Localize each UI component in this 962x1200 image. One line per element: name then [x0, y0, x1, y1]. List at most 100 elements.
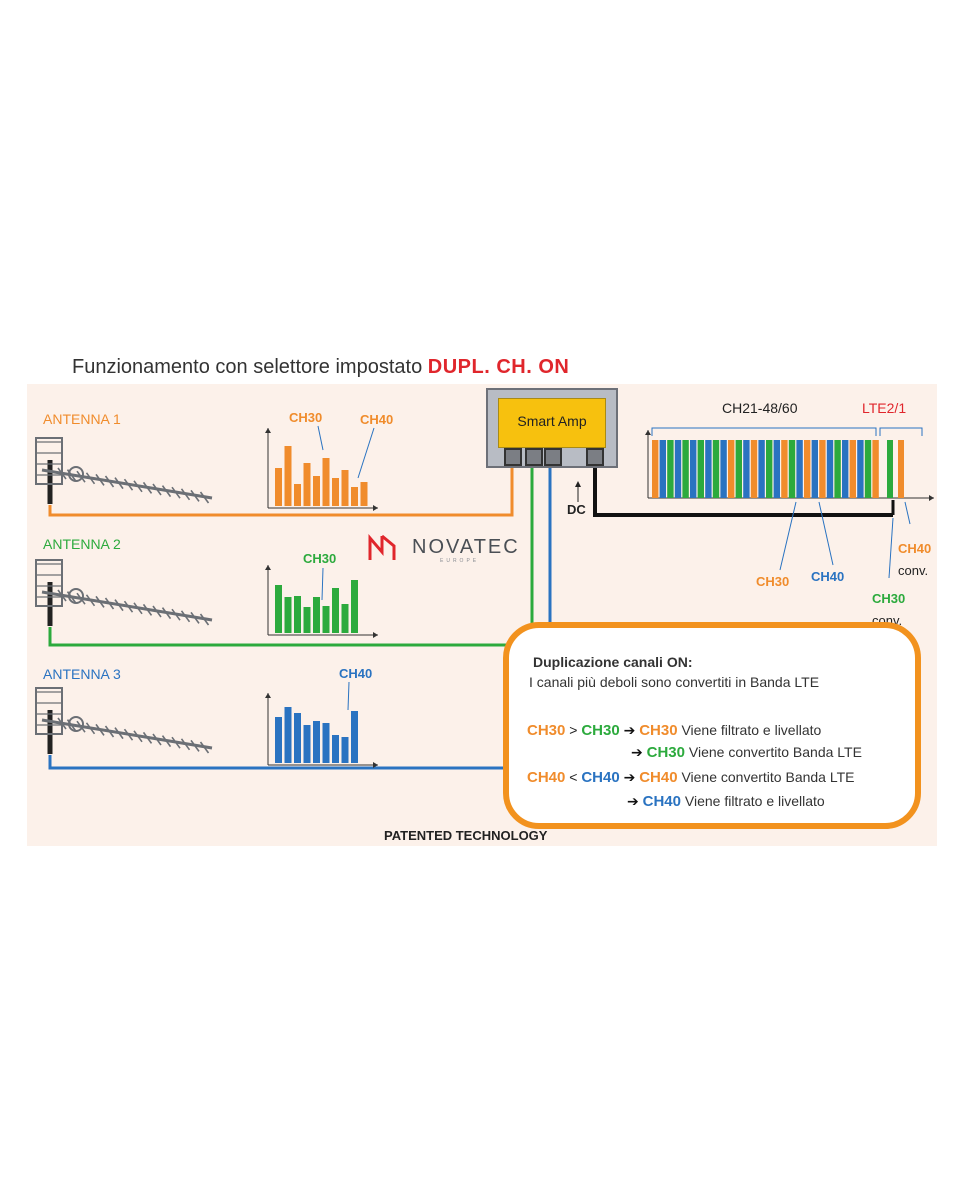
- antenna-3-icon-element: [161, 735, 172, 748]
- antenna-2-icon-element: [85, 594, 96, 607]
- row3-text: Viene convertito Banda LTE: [681, 769, 855, 785]
- histogram-1-ch30-pointer: [317, 425, 324, 451]
- antenna-2-icon-element: [161, 607, 172, 620]
- histogram-3-bar: [303, 725, 311, 763]
- conv-ch40-label: CH40: [898, 541, 932, 556]
- amp-input-port-1: [504, 448, 522, 466]
- histogram-1-bar: [351, 487, 358, 506]
- conv-ch40-suffix: conv.: [898, 563, 929, 578]
- histogram-1-bar: [332, 478, 339, 506]
- antenna-2-icon-dipole: [68, 588, 84, 604]
- antenna-1-icon-element: [85, 472, 96, 485]
- histogram-1-y-arrow: [265, 428, 271, 433]
- histogram-3-bar: [275, 717, 282, 763]
- row1-text: Viene filtrato e livellato: [681, 722, 822, 738]
- spectrum-channel-bar: [811, 440, 818, 498]
- histogram-2-bar: [303, 607, 311, 633]
- histogram-2-ch30-pointer: [321, 567, 324, 601]
- row1-b: CH30: [581, 722, 620, 739]
- antenna-1-icon-element: [133, 480, 143, 493]
- histogram-1-bar: [322, 458, 330, 506]
- spectrum-channel-bar: [750, 440, 758, 498]
- spectrum-channel-bar: [735, 440, 742, 498]
- novatec-logo: NOVATEC EUROPE: [368, 532, 528, 571]
- antenna-2-icon-element: [190, 611, 200, 624]
- spectrum-channel-bar: [773, 440, 780, 498]
- histogram-3-bar: [351, 711, 358, 763]
- row2-c: CH30: [646, 744, 685, 761]
- info-row-1: CH30 > CH30 ➔ CH30 Viene filtrato e live…: [527, 722, 821, 739]
- footer-note: PATENTED TECHNOLOGY: [384, 828, 548, 843]
- antenna-2-ch30-label: CH30: [303, 551, 337, 566]
- spectrum-channel-bar: [758, 440, 765, 498]
- arrow-right-icon: ➔: [627, 793, 639, 809]
- histogram-2-bar: [275, 585, 282, 633]
- antenna-2-icon-element: [199, 613, 210, 626]
- antenna-2-icon-element: [76, 592, 86, 605]
- spectrum-channel-bar: [667, 440, 674, 498]
- antenna-3-icon-boom: [41, 718, 213, 750]
- antenna-2-icon-element: [142, 603, 153, 616]
- antenna-3-icon-element: [190, 739, 200, 752]
- antenna-2-icon-element: [95, 595, 105, 608]
- antenna-3-icon-element: [95, 723, 105, 736]
- histogram-3-bar: [284, 707, 292, 763]
- logo-name: NOVATEC: [412, 536, 520, 558]
- antenna-1-label: ANTENNA 1: [43, 411, 121, 427]
- histogram-2-bar: [351, 580, 358, 633]
- conv-ch30-pointer: [888, 517, 894, 579]
- info-title: Duplicazione canali ON:: [533, 654, 693, 670]
- row4-text: Viene filtrato e livellato: [684, 793, 825, 809]
- antenna-3-icon-element: [180, 738, 191, 751]
- antenna-2-icon-reflector: [35, 559, 63, 607]
- spectrum-channel-bar: [804, 440, 811, 498]
- antenna-1-icon-element: [123, 478, 134, 491]
- histogram-2-bar: [332, 588, 339, 633]
- histogram-2-bar: [294, 596, 301, 633]
- spectrum-channel-bar: [720, 440, 727, 498]
- histogram-1-bar: [360, 482, 368, 506]
- spectrum-ch40-label: CH40: [811, 569, 845, 584]
- antenna-3-icon-element: [76, 720, 86, 733]
- histogram-3-bar: [341, 737, 349, 763]
- spectrum-channel-bar: [728, 440, 735, 498]
- title-highlight: DUPL. CH. ON: [427, 356, 570, 378]
- histogram-1-bar: [313, 476, 320, 506]
- antenna-1-icon-element: [152, 483, 162, 496]
- smart-amp-device: Smart Amp: [486, 388, 618, 468]
- histogram-1-bar: [303, 463, 311, 506]
- row1-c: CH30: [639, 722, 678, 739]
- spectrum-channel-bar: [766, 440, 773, 498]
- antenna-2-icon-element: [152, 605, 162, 618]
- antenna-3-icon-element: [171, 736, 181, 749]
- antenna-2-label: ANTENNA 2: [43, 536, 121, 552]
- row1-a: CH30: [527, 722, 566, 739]
- dc-arrow-head: [575, 481, 581, 487]
- conv-ch40-pointer: [904, 501, 911, 525]
- row3-c: CH40: [639, 769, 678, 786]
- spectrum-channel-bar: [743, 440, 750, 498]
- info-row-2: ➔ CH30 Viene convertito Banda LTE: [631, 744, 862, 761]
- arrow-right-icon: ➔: [623, 722, 636, 738]
- info-subtitle: I canali più deboli sono convertiti in B…: [529, 674, 820, 690]
- band-label: CH21-48/60: [722, 400, 798, 416]
- antenna-1-icon-reflector: [35, 437, 63, 485]
- antenna-2-icon-element: [114, 599, 124, 612]
- logo-tag: EUROPE: [440, 558, 480, 564]
- spectrum-channel-bar: [849, 440, 856, 498]
- arrow-right-icon: ➔: [631, 744, 643, 760]
- row3-op: <: [569, 769, 578, 785]
- antenna-3-ch40-label: CH40: [339, 666, 373, 681]
- histogram-2-bar: [284, 597, 292, 633]
- cable-antenna-3: [48, 755, 503, 770]
- dc-label: DC: [567, 502, 586, 517]
- arrow-right-icon: ➔: [623, 769, 636, 785]
- antenna-2-icon-element: [123, 600, 134, 613]
- info-row-3: CH40 < CH40 ➔ CH40 Viene convertito Band…: [527, 769, 855, 786]
- antenna-3-icon-element: [104, 725, 115, 738]
- antenna-2-icon-element: [133, 602, 143, 615]
- antenna-1-ch30-label: CH30: [289, 410, 323, 425]
- histogram-3-bar: [294, 713, 301, 763]
- histogram-3-bar: [332, 735, 339, 763]
- lte-bracket: [879, 427, 923, 436]
